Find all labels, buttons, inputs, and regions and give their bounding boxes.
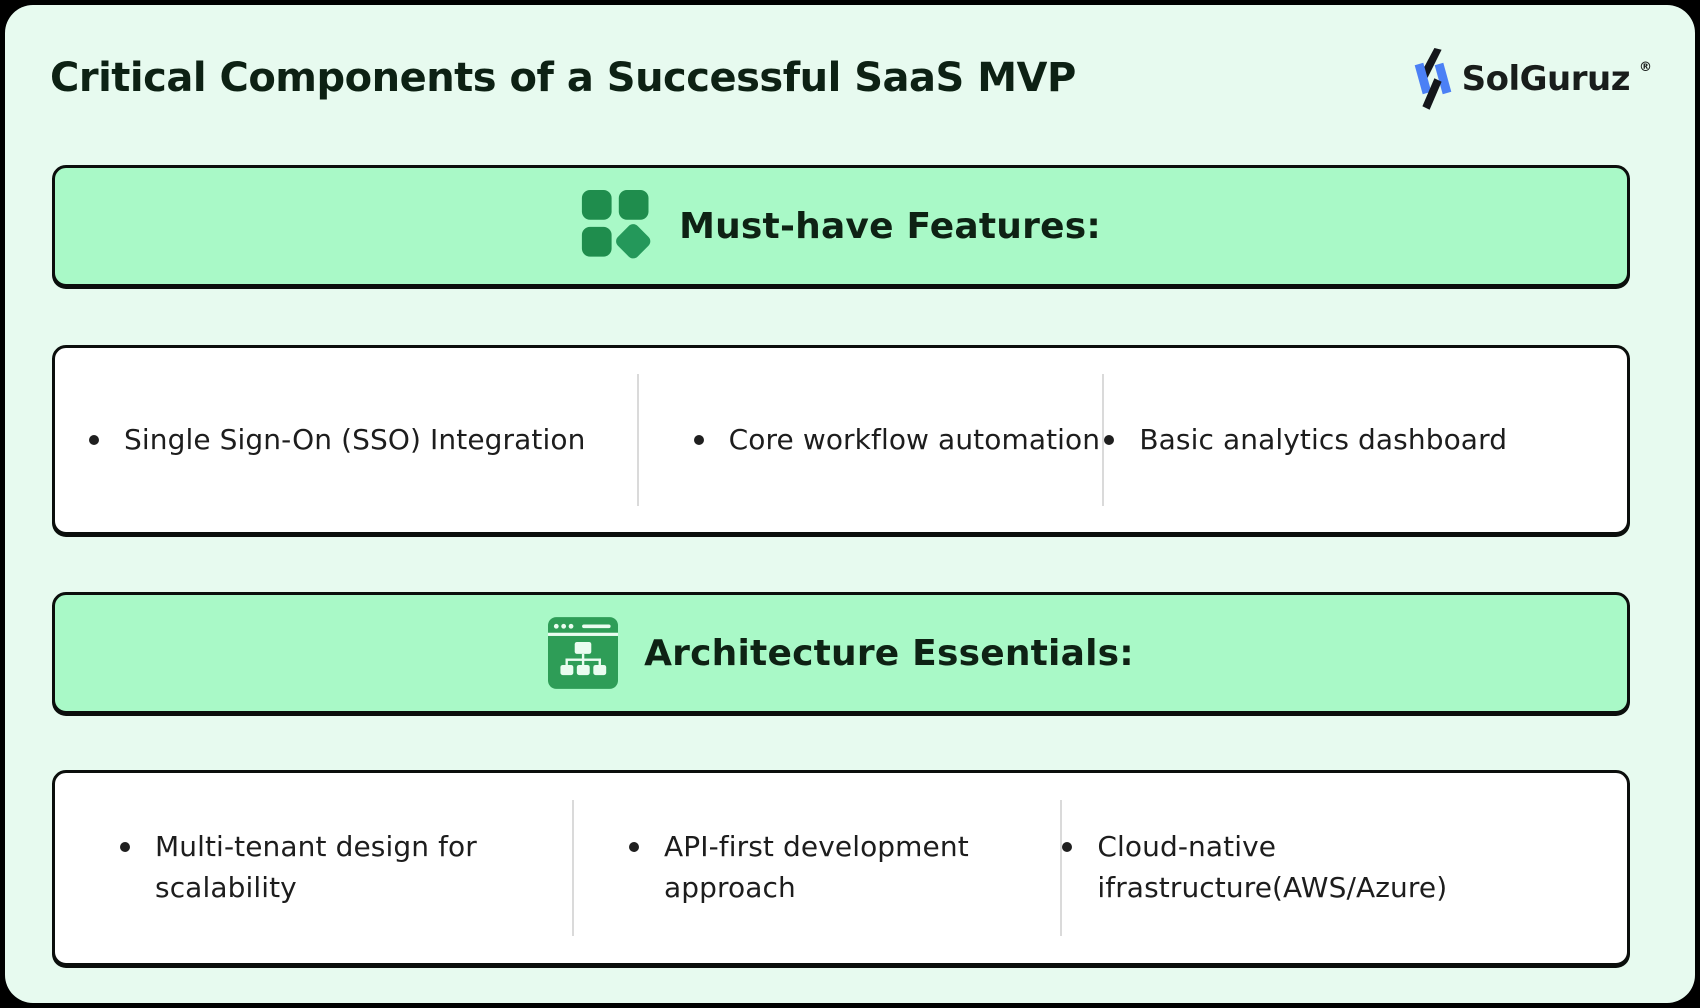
section-banner-architecture-essentials: Architecture Essentials: bbox=[52, 592, 1630, 714]
feature-column: Core workflow automation bbox=[639, 348, 1103, 532]
feature-text: Cloud-native ifrastructure(AWS/Azure) bbox=[1097, 830, 1448, 904]
feature-text: Multi-tenant design for scalability bbox=[155, 830, 477, 904]
bullet-dot bbox=[120, 842, 130, 853]
registered-mark: ® bbox=[1639, 59, 1652, 75]
feature-text: Core workflow automation bbox=[728, 422, 1101, 456]
column-divider bbox=[1060, 799, 1063, 937]
brand-logo: SolGuruz ® bbox=[1414, 47, 1652, 111]
column-divider bbox=[636, 373, 639, 507]
feature-column: Single Sign-On (SSO) Integration bbox=[55, 348, 637, 532]
bullet-dot bbox=[693, 434, 704, 445]
feature-text: Single Sign-On (SSO) Integration bbox=[124, 422, 586, 456]
page-title: Critical Components of a Successful SaaS… bbox=[50, 55, 1076, 101]
list-item: Cloud-native ifrastructure(AWS/Azure) bbox=[1062, 827, 1613, 908]
apps-grid-icon bbox=[581, 190, 651, 259]
must-have-features-card: Single Sign-On (SSO) Integration Core wo… bbox=[52, 345, 1630, 535]
bullet-dot bbox=[628, 842, 639, 853]
solguruz-bolt-logo-icon bbox=[1414, 48, 1451, 110]
list-item: Multi-tenant design for scalability bbox=[120, 827, 558, 908]
feature-column: Cloud-native ifrastructure(AWS/Azure) bbox=[1062, 773, 1627, 963]
bullet-dot bbox=[1104, 434, 1115, 445]
column-divider bbox=[1102, 373, 1105, 507]
feature-column: Basic analytics dashboard bbox=[1104, 348, 1521, 532]
list-item: API-first development approach bbox=[628, 827, 1046, 908]
section-heading: Must-have Features: bbox=[679, 205, 1101, 247]
brand-name: SolGuruz bbox=[1461, 59, 1631, 99]
feature-column: Multi-tenant design for scalability bbox=[55, 773, 572, 963]
feature-column: API-first development approach bbox=[574, 773, 1060, 963]
architecture-essentials-card: Multi-tenant design for scalability API-… bbox=[52, 770, 1630, 966]
browser-sitemap-icon bbox=[548, 617, 619, 689]
column-divider bbox=[571, 799, 574, 937]
infographic-canvas: Critical Components of a Successful SaaS… bbox=[5, 5, 1695, 1003]
list-item: Basic analytics dashboard bbox=[1104, 420, 1507, 461]
section-banner-must-have-features: Must-have Features: bbox=[52, 165, 1630, 287]
list-item: Core workflow automation bbox=[693, 420, 1101, 461]
feature-text: API-first development approach bbox=[663, 830, 969, 904]
section-heading: Architecture Essentials: bbox=[644, 632, 1134, 674]
bullet-dot bbox=[1062, 842, 1073, 853]
list-item: Single Sign-On (SSO) Integration bbox=[89, 420, 585, 461]
feature-text: Basic analytics dashboard bbox=[1139, 422, 1508, 456]
bullet-dot bbox=[89, 434, 99, 445]
